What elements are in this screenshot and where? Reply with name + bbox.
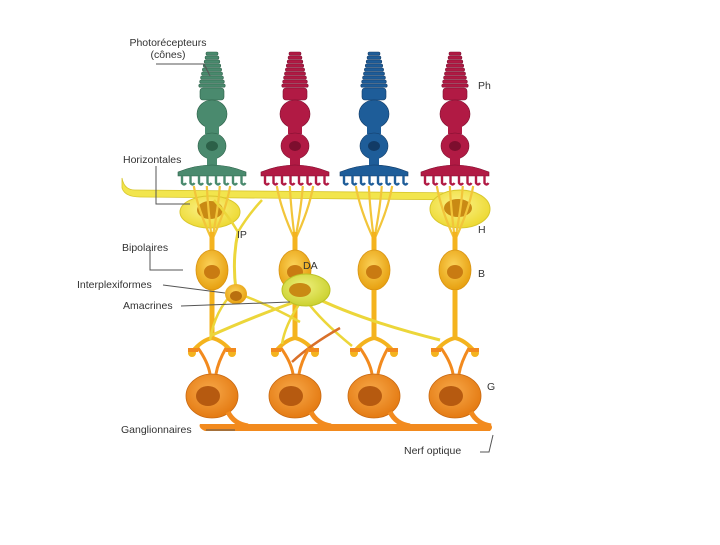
- photoreceptors-label-line1: Photorécepteurs: [129, 37, 207, 49]
- ganglion-cell-2: [268, 347, 332, 429]
- layer-ph-label: Ph: [478, 80, 491, 92]
- layer-h-label: H: [478, 224, 486, 236]
- interplexiform-amacrine: [208, 199, 441, 363]
- cone-3: [339, 51, 409, 186]
- bipolar-row: [188, 185, 479, 357]
- cone-4: [420, 51, 490, 186]
- ganglion-cell-3: [347, 347, 411, 429]
- bipolar-cell-1: [188, 185, 236, 357]
- photoreceptors-label: Photorécepteurs (cônes): [112, 37, 224, 61]
- leader-lines: [149, 63, 494, 453]
- interplexiformes-label: Interplexiformes: [77, 279, 152, 291]
- bipolar-cell-3: [350, 185, 398, 357]
- ganglionnaires-label: Ganglionnaires: [121, 424, 192, 436]
- ganglion-cell-1: [185, 347, 249, 429]
- photoreceptors-label-line2: (cônes): [150, 49, 186, 61]
- layer-g-label: G: [487, 381, 496, 393]
- ganglion-cell-4: [428, 347, 492, 429]
- photoreceptor-row: [177, 51, 490, 186]
- bipolaires-label: Bipolaires: [122, 242, 169, 254]
- ganglion-row: [185, 347, 492, 429]
- nerf-optique-label: Nerf optique: [404, 445, 462, 457]
- ip-label: IP: [237, 229, 247, 241]
- amacrines-label: Amacrines: [123, 300, 173, 312]
- layer-b-label: B: [478, 268, 486, 280]
- cone-1: [177, 51, 247, 186]
- horizontales-label: Horizontales: [123, 154, 182, 166]
- da-label: DA: [303, 260, 318, 272]
- optic-nerve-axons: [199, 424, 493, 431]
- cone-2: [260, 51, 330, 186]
